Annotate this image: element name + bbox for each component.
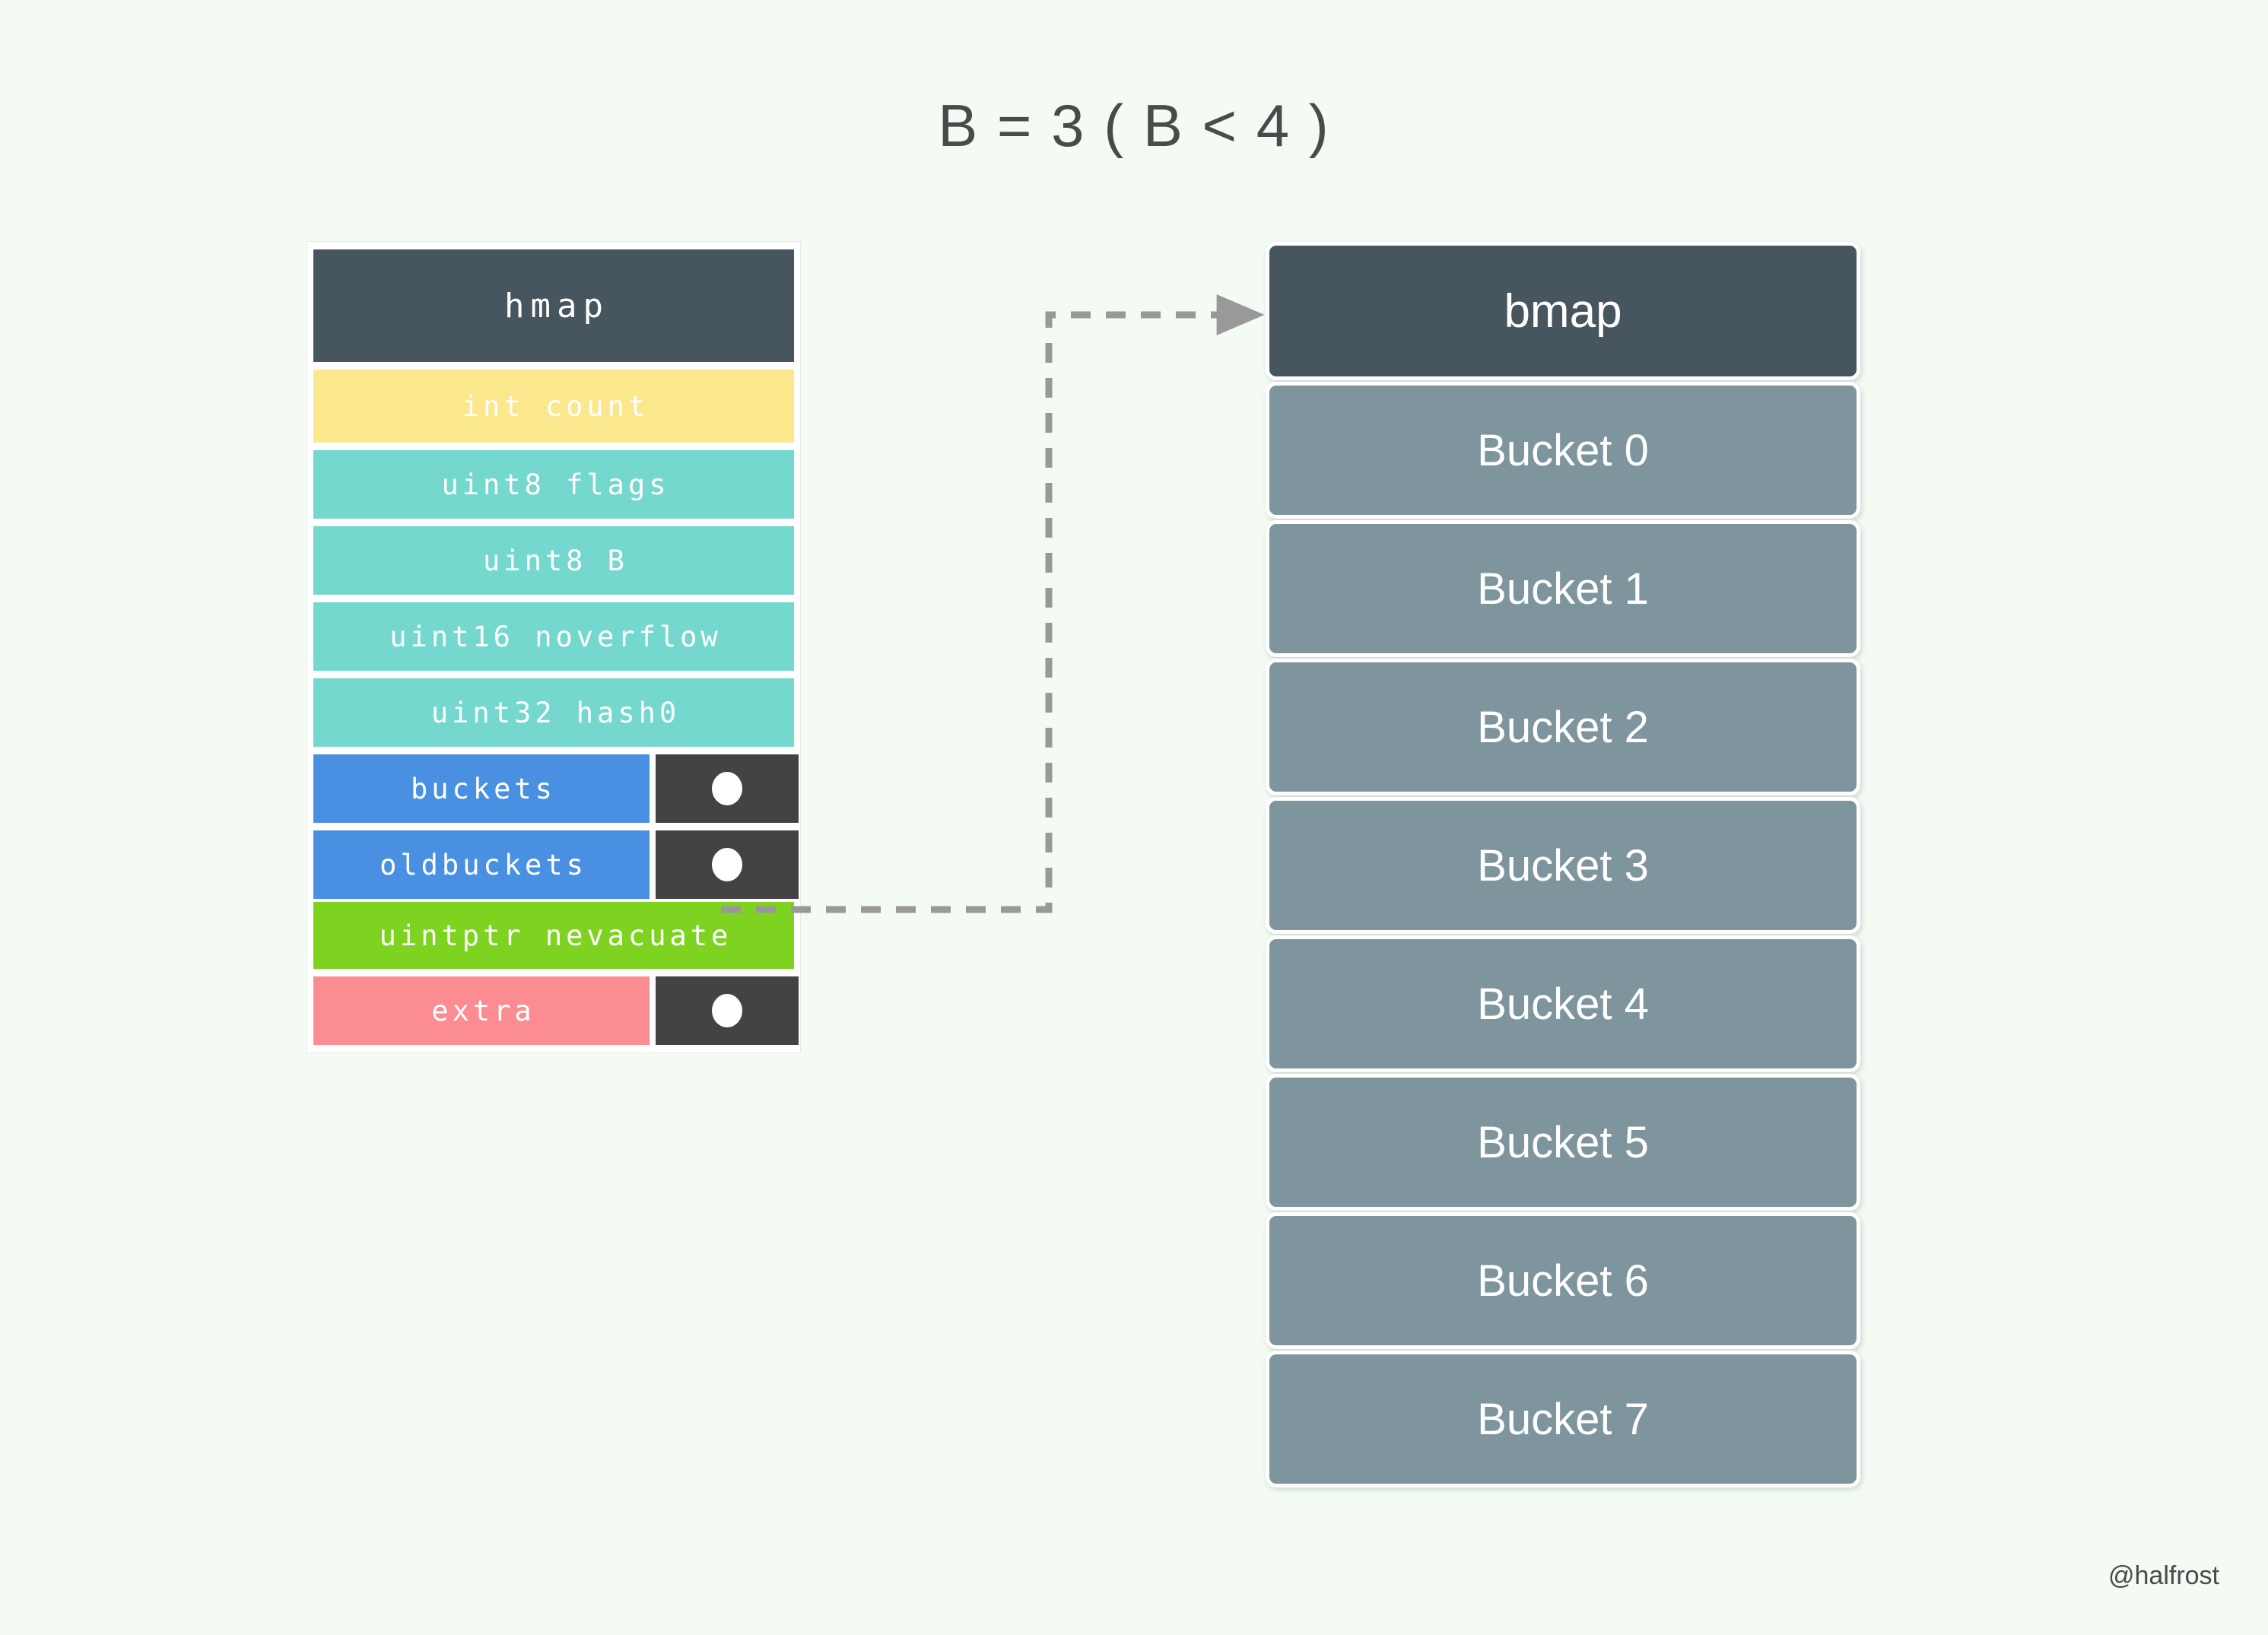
field-label-uint16-noverflow: uint16 noverflow (313, 602, 794, 671)
bucket-row-1: Bucket 1 (1266, 520, 1860, 657)
hmap-field-row-oldbuckets: oldbuckets (313, 830, 799, 899)
bucket-row-2: Bucket 2 (1266, 659, 1860, 795)
pointer-dot-icon (712, 994, 742, 1027)
bucket-row-4: Bucket 4 (1266, 935, 1860, 1072)
hmap-field-row-count: int count (313, 370, 794, 443)
field-label-int-count: int count (313, 370, 794, 443)
page-title: B = 3 ( B < 4 ) (938, 92, 1330, 159)
field-label-uint8-flags: uint8 flags (313, 450, 794, 519)
hmap-field-row-b: uint8 B (313, 526, 794, 595)
pointer-dot-icon (712, 772, 742, 805)
bucket-row-7: Bucket 7 (1266, 1351, 1860, 1487)
field-label-buckets: buckets (313, 754, 650, 823)
bmap-header-label: bmap (1266, 242, 1860, 380)
connector-dashed-path (721, 294, 1265, 913)
pointer-dot-icon (712, 848, 742, 881)
hmap-field-row-hash0: uint32 hash0 (313, 678, 794, 747)
hmap-field-row-flags: uint8 flags (313, 450, 794, 519)
extra-pointer-box (656, 976, 799, 1045)
bucket-row-5: Bucket 5 (1266, 1074, 1860, 1211)
field-label-uintptr-nevacuate: uintptr nevacuate (313, 902, 794, 969)
hmap-field-row-buckets: buckets (313, 754, 799, 823)
hmap-header-row: hmap (313, 249, 794, 362)
bucket-row-6: Bucket 6 (1266, 1212, 1860, 1349)
field-label-uint8-b: uint8 B (313, 526, 794, 595)
hmap-field-row-extra: extra (313, 976, 799, 1045)
hmap-field-row-noverflow: uint16 noverflow (313, 602, 794, 671)
bucket-row-0: Bucket 0 (1266, 382, 1860, 519)
field-label-uint32-hash0: uint32 hash0 (313, 678, 794, 747)
hmap-struct-panel: hmap int count uint8 flags uint8 B uint1… (307, 242, 800, 1052)
bucket-row-3: Bucket 3 (1266, 797, 1860, 934)
field-label-oldbuckets: oldbuckets (313, 830, 650, 899)
oldbuckets-pointer-box (656, 830, 799, 899)
hmap-header-label: hmap (313, 249, 794, 362)
watermark: @halfrost (2108, 1561, 2219, 1590)
buckets-pointer-box (656, 754, 799, 823)
bmap-bucket-array-panel: bmap Bucket 0 Bucket 1 Bucket 2 Bucket 3… (1266, 242, 1860, 1487)
field-label-extra: extra (313, 976, 650, 1045)
hmap-field-row-nevacuate: uintptr nevacuate (313, 902, 794, 969)
